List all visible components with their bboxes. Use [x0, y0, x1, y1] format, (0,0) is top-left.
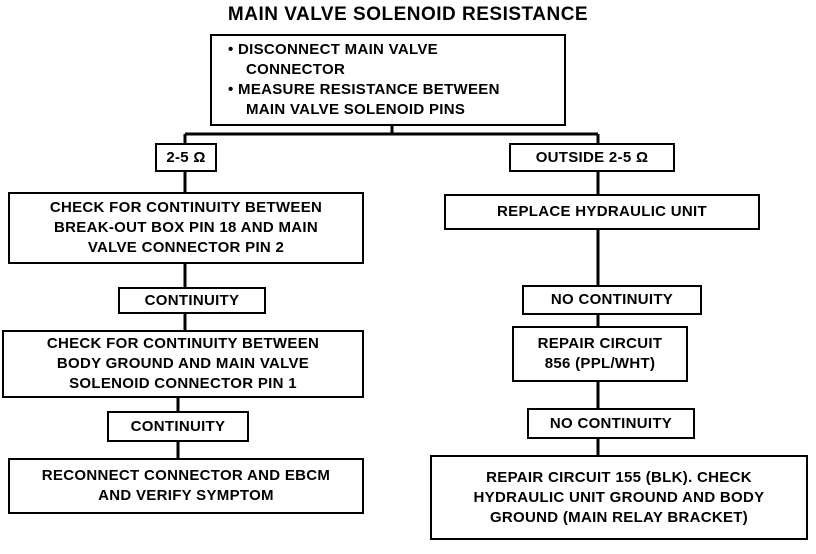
right-action-2-box: REPAIR CIRCUIT 856 (PPL/WHT): [512, 326, 688, 382]
page-title: MAIN VALVE SOLENOID RESISTANCE: [227, 4, 589, 25]
right-action-2-line-2: 856 (PPL/WHT): [544, 355, 656, 372]
start-step-line-2: CONNECTOR: [246, 61, 346, 78]
left-final-box: RECONNECT CONNECTOR AND EBCM AND VERIFY …: [8, 458, 364, 514]
left-check-1-box: CHECK FOR CONTINUITY BETWEEN BREAK-OUT B…: [8, 192, 364, 264]
left-check-2-box: CHECK FOR CONTINUITY BETWEEN BODY GROUND…: [2, 330, 364, 398]
branch-label-out-of-range: OUTSIDE 2-5 Ω: [509, 143, 675, 172]
right-result-2-box: NO CONTINUITY: [527, 408, 695, 439]
left-check-1-line-1: CHECK FOR CONTINUITY BETWEEN: [49, 199, 323, 216]
left-result-1-box: CONTINUITY: [118, 287, 266, 314]
right-final-line-2: HYDRAULIC UNIT GROUND AND BODY: [473, 488, 765, 506]
start-step-line-1: • DISCONNECT MAIN VALVE: [228, 41, 438, 58]
right-final-box: REPAIR CIRCUIT 155 (BLK). CHECK HYDRAULI…: [430, 455, 808, 540]
right-action-1-box: REPLACE HYDRAULIC UNIT: [444, 194, 760, 230]
right-action-2-line-1: REPAIR CIRCUIT: [537, 335, 663, 352]
left-final-line-2: AND VERIFY SYMPTOM: [98, 487, 274, 504]
branch-label-in-range: 2-5 Ω: [155, 143, 217, 172]
start-step-line-4: MAIN VALVE SOLENOID PINS: [246, 101, 466, 118]
left-result-2-box: CONTINUITY: [107, 411, 249, 442]
start-step-line-3: • MEASURE RESISTANCE BETWEEN: [228, 81, 500, 98]
left-check-2-line-1: CHECK FOR CONTINUITY BETWEEN: [46, 335, 320, 352]
right-final-line-3: GROUND (MAIN RELAY BRACKET): [489, 508, 749, 526]
start-step-box: • DISCONNECT MAIN VALVE CONNECTOR • MEAS…: [210, 34, 566, 126]
right-result-1-box: NO CONTINUITY: [522, 285, 702, 315]
left-final-line-1: RECONNECT CONNECTOR AND EBCM: [41, 467, 331, 484]
right-final-line-1: REPAIR CIRCUIT 155 (BLK). CHECK: [486, 468, 752, 486]
left-check-1-line-3: VALVE CONNECTOR PIN 2: [87, 239, 285, 256]
left-check-1-line-2: BREAK-OUT BOX PIN 18 AND MAIN: [54, 219, 318, 236]
left-check-2-line-2: BODY GROUND AND MAIN VALVE: [56, 355, 310, 372]
left-check-2-line-3: SOLENOID CONNECTOR PIN 1: [69, 375, 297, 392]
